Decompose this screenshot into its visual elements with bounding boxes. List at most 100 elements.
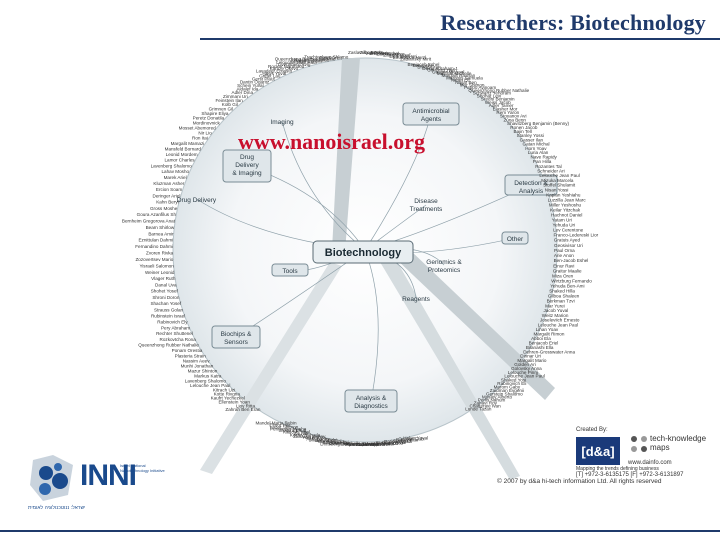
hub-label: Drug: [240, 154, 254, 161]
left-name: Ponam Orestia: [172, 348, 203, 353]
hub-label: Tools: [282, 268, 298, 275]
right-name: Kaplan Yeshiahu: [546, 192, 581, 197]
left-name: Rubinstein Israel: [151, 313, 185, 318]
left-name: Mazur Shinton: [188, 369, 218, 374]
left-name: Marek Ariel: [164, 175, 187, 180]
left-name: Ellenstein Yoan: [218, 400, 250, 405]
contact-phone: [T] +972-3-6135175 [F] +972-3-6131897: [576, 472, 684, 478]
left-name: Peretz Donatila: [193, 116, 225, 121]
left-name: Shroni Doron: [152, 295, 180, 300]
bottom-name: Zarkelner Evan: [356, 442, 388, 447]
bottom-name: Kozlov Yehuda: [290, 433, 321, 438]
footer-rule: [0, 530, 720, 532]
right-name: Yatam Uri: [552, 217, 572, 222]
created-by-label: Created By:: [576, 427, 608, 433]
right-name: Margolis Samuela: [446, 75, 483, 80]
right-name: Paul Orna: [554, 248, 575, 253]
top-name: Adler Nava: [366, 50, 389, 55]
left-name: Shachan Yosef: [150, 301, 181, 306]
right-name: Benjacob Eshel: [408, 62, 440, 67]
bottom-name: Gazit Yuval: [382, 440, 405, 445]
hub-label: Proteomics: [428, 267, 461, 274]
right-name: Elasher Mor: [493, 107, 518, 112]
right-name: Sredni Benjamin: [481, 97, 515, 102]
inni-name: INNI: [80, 459, 137, 492]
left-name: Schein Yuval: [237, 83, 263, 88]
center-node: Biotechnology: [312, 240, 414, 264]
right-name: Miza Oren: [552, 273, 574, 278]
left-name: Lamor Charles: [164, 158, 195, 163]
left-name: Lavenberg Shalomo: [185, 378, 227, 383]
right-name: Arie Anon: [554, 253, 574, 258]
hub-label: Detection &: [514, 180, 548, 187]
left-name: Adler Dina: [232, 90, 254, 95]
right-name: Yehuda Ben-Ami: [550, 284, 584, 289]
right-name: Najjar Ben: [455, 80, 477, 85]
left-name: Danal Uva: [155, 283, 177, 288]
right-name: Horn Yoav: [525, 146, 547, 151]
right-name: Lev Cerentone: [553, 228, 584, 233]
hub-label: Antimicrobial: [412, 108, 450, 115]
right-name: Golovsky Anna: [511, 366, 542, 371]
right-name: Gasser Ilan: [520, 137, 544, 142]
left-name: Zvoren Rivka: [146, 251, 174, 256]
top-name: Elruhovich Herzl: [393, 55, 426, 60]
center-label: Biotechnology: [325, 247, 402, 259]
left-name: Zimmani Uri: [223, 94, 248, 99]
hub-label: Disease: [414, 198, 438, 205]
right-name: Jacob Yuval: [544, 308, 569, 313]
hub-biochips: Biochips &Sensors: [211, 325, 261, 349]
right-name: Stoffel Shulamit: [543, 183, 576, 188]
hub-label: & Imaging: [232, 170, 262, 177]
hub-drug-delivery: Drug Delivery: [177, 197, 217, 204]
left-name: Livenhberg Avig: [278, 62, 311, 67]
left-name: Kapel Oren: [319, 55, 343, 60]
dainfo-url[interactable]: www.dainfo.com: [628, 460, 672, 466]
right-name: Benjacob Eriel: [529, 341, 559, 346]
hub-box: [271, 263, 309, 277]
left-name: Ron Itai: [192, 136, 208, 141]
hub-label: Agents: [421, 116, 442, 123]
left-name: Plasteria Strain: [175, 353, 207, 358]
bottom-name: Cohen Michelle: [329, 441, 361, 446]
center-box: [312, 240, 414, 264]
right-name: Dinnar Uri: [520, 354, 541, 359]
left-name: Gross Moshe: [150, 206, 178, 211]
left-name: Kitrach Uzi: [213, 387, 235, 392]
wedge-bottom-left: [200, 262, 342, 474]
bottom-name: Haber Yuval: [403, 435, 428, 440]
right-name: Mar Yurei: [545, 303, 565, 308]
right-name: Pappo Avinoam: [464, 85, 496, 90]
top-name: Zaichik Arthur: [377, 52, 406, 57]
left-name: Bernheim Gregorova Anat: [122, 219, 176, 224]
right-name: Margalit Raanan: [442, 73, 476, 78]
website-url[interactable]: www.nanoisrael.org: [238, 129, 425, 154]
left-name: Kahn Beryl: [156, 200, 178, 205]
page-title: Researchers: Biotechnology: [440, 10, 706, 35]
hub-label: Treatments: [410, 206, 443, 213]
hub-label: Genomics &: [426, 259, 462, 266]
hub-label: Analysis: [519, 188, 544, 195]
left-name: Shohet Yosef: [151, 289, 179, 294]
left-name: Rocker Mahmood: [268, 64, 305, 69]
copyright: © 2007 by d&a hi-tech information Ltd. A…: [497, 478, 662, 485]
left-name: Lelouche Jean Paul: [190, 383, 230, 388]
right-name: Marchat Michelle: [437, 71, 472, 76]
left-name: Dantin Ogaritz: [240, 80, 270, 85]
left-name: Mosset Abemored: [179, 125, 216, 130]
hub-label: Diagnostics: [354, 403, 388, 410]
hub-box: [211, 325, 261, 349]
left-name: Barnea Amir: [148, 231, 174, 236]
left-name: Nassim Aeev: [183, 359, 211, 364]
inni-logo: INNI Israel National Nanotechnology Init…: [28, 455, 178, 515]
left-name: Pery Abraham: [161, 325, 190, 330]
left-name: Kolb Gil: [222, 102, 238, 107]
right-name: Joseleviich Ernesto: [540, 318, 580, 323]
right-name: Bilanashi Ella: [526, 345, 554, 350]
wedge-top: [332, 58, 360, 252]
right-name: Queenzhong Rubber Nathalie: [468, 88, 529, 93]
right-name: Bajin Tell: [514, 129, 532, 134]
bottom-name: Kadosh Yigal: [283, 430, 310, 435]
